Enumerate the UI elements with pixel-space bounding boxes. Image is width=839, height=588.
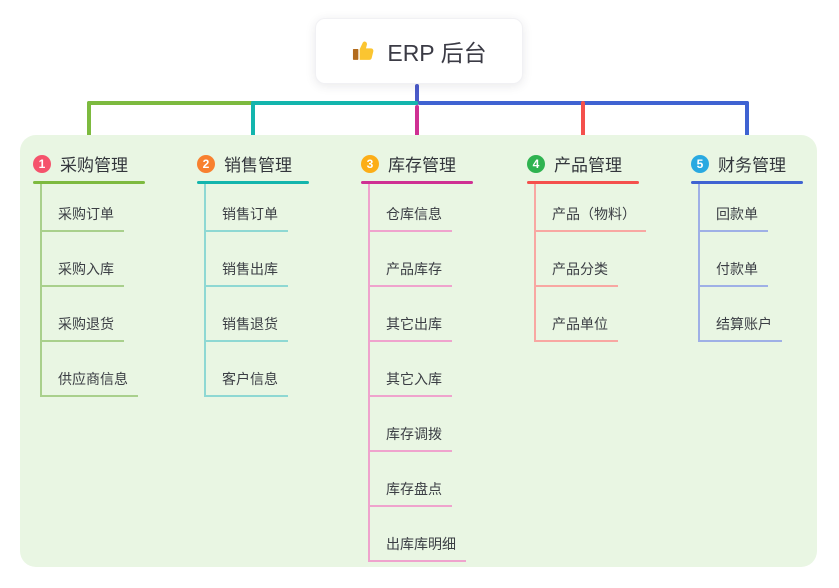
child-topic[interactable]: 供应商信息 — [42, 342, 138, 397]
child-topic[interactable]: 采购入库 — [42, 232, 124, 287]
branch-inventory: 3 库存管理 仓库信息 产品库存 其它出库 其它入库 库存调拨 库存盘点 出库库… — [361, 148, 473, 562]
child-topic[interactable]: 客户信息 — [206, 342, 288, 397]
connector-branch-5-drop — [745, 101, 749, 148]
branch-title-sales[interactable]: 2 销售管理 — [197, 148, 309, 179]
branch-number-badge: 3 — [361, 154, 379, 173]
branch-children: 采购订单 采购入库 采购退货 供应商信息 — [40, 184, 138, 397]
branch-number-badge: 1 — [33, 154, 51, 173]
child-topic[interactable]: 付款单 — [700, 232, 768, 287]
child-topic[interactable]: 其它入库 — [370, 342, 452, 397]
connector-branch-2-drop — [251, 101, 255, 148]
child-topic[interactable]: 销售出库 — [206, 232, 288, 287]
mindmap-panel — [20, 135, 817, 567]
child-topic[interactable]: 销售退货 — [206, 287, 288, 342]
branch-number-badge: 5 — [691, 154, 709, 173]
root-node[interactable]: ERP 后台 — [315, 18, 523, 84]
connector-branch-4-drop — [581, 101, 585, 148]
branch-children: 销售订单 销售出库 销售退货 客户信息 — [204, 184, 288, 397]
branch-title-inventory[interactable]: 3 库存管理 — [361, 148, 473, 179]
child-topic[interactable]: 产品单位 — [536, 287, 618, 342]
branch-sales: 2 销售管理 销售订单 销售出库 销售退货 客户信息 — [197, 148, 309, 397]
branch-title-underline — [691, 181, 803, 184]
branch-title-underline — [197, 181, 309, 184]
branch-title-label: 财务管理 — [718, 156, 786, 175]
child-topic[interactable]: 回款单 — [700, 184, 768, 232]
child-topic[interactable]: 库存调拨 — [370, 397, 452, 452]
branch-title-finance[interactable]: 5 财务管理 — [691, 148, 803, 179]
branch-number-badge: 2 — [197, 154, 215, 173]
connector-branch-2-horizontal — [251, 101, 418, 105]
branch-title-label: 库存管理 — [388, 156, 456, 175]
branch-product: 4 产品管理 产品（物料） 产品分类 产品单位 — [527, 148, 646, 342]
connector-branch-3-drop — [415, 105, 419, 148]
branch-children: 回款单 付款单 结算账户 — [698, 184, 782, 342]
branch-title-purchase[interactable]: 1 采购管理 — [33, 148, 145, 179]
child-topic[interactable]: 库存盘点 — [370, 452, 452, 507]
branch-purchase: 1 采购管理 采购订单 采购入库 采购退货 供应商信息 — [33, 148, 145, 397]
child-topic[interactable]: 产品分类 — [536, 232, 618, 287]
child-topic[interactable]: 仓库信息 — [370, 184, 452, 232]
root-connector-line — [415, 84, 419, 105]
branch-title-underline — [33, 181, 145, 184]
child-topic[interactable]: 采购订单 — [42, 184, 124, 232]
branch-title-underline — [527, 181, 639, 184]
child-topic[interactable]: 销售订单 — [206, 184, 288, 232]
branch-children: 产品（物料） 产品分类 产品单位 — [534, 184, 646, 342]
branch-children: 仓库信息 产品库存 其它出库 其它入库 库存调拨 库存盘点 出库库明细 — [368, 184, 466, 562]
branch-title-label: 产品管理 — [554, 156, 622, 175]
branch-title-label: 采购管理 — [60, 156, 128, 175]
child-topic[interactable]: 结算账户 — [700, 287, 782, 342]
child-topic[interactable]: 产品库存 — [370, 232, 452, 287]
root-label: ERP 后台 — [387, 40, 487, 66]
connector-branch-1-drop — [87, 101, 91, 148]
child-topic[interactable]: 其它出库 — [370, 287, 452, 342]
child-topic[interactable]: 出库库明细 — [370, 507, 466, 562]
branch-title-product[interactable]: 4 产品管理 — [527, 148, 646, 179]
branch-title-underline — [361, 181, 473, 184]
child-topic[interactable]: 产品（物料） — [536, 184, 646, 232]
thumbs-up-icon — [353, 41, 374, 60]
child-topic[interactable]: 采购退货 — [42, 287, 124, 342]
branch-title-label: 销售管理 — [224, 156, 292, 175]
branch-number-badge: 4 — [527, 154, 545, 173]
branch-finance: 5 财务管理 回款单 付款单 结算账户 — [691, 148, 803, 342]
